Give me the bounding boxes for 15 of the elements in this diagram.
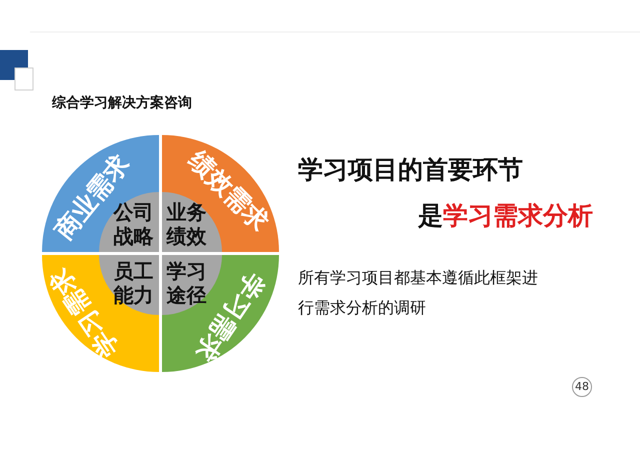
sector-label: 员工能力 bbox=[112, 258, 154, 306]
quadrant-sector bbox=[162, 134, 278, 252]
sector-label: 业务绩效 bbox=[166, 200, 208, 248]
heading: 学习需求分析 bbox=[443, 200, 593, 232]
heading: 是 bbox=[418, 200, 443, 232]
subtitle: 综合学习解决方案咨询 bbox=[52, 94, 192, 112]
quadrant-sector bbox=[162, 254, 278, 372]
inner-sector bbox=[162, 254, 222, 314]
page-number: 48 bbox=[572, 377, 592, 397]
body-text: 所有学习项目都基本遵循此框架进行需求分析的调研 bbox=[298, 267, 538, 319]
quadrant-sector bbox=[42, 254, 158, 372]
heading: 学习项目的首要环节 bbox=[298, 154, 523, 186]
sector-label: 学习途径 bbox=[166, 258, 208, 306]
quadrant-sector bbox=[42, 134, 158, 252]
sector-label: 公司战略 bbox=[113, 200, 154, 248]
